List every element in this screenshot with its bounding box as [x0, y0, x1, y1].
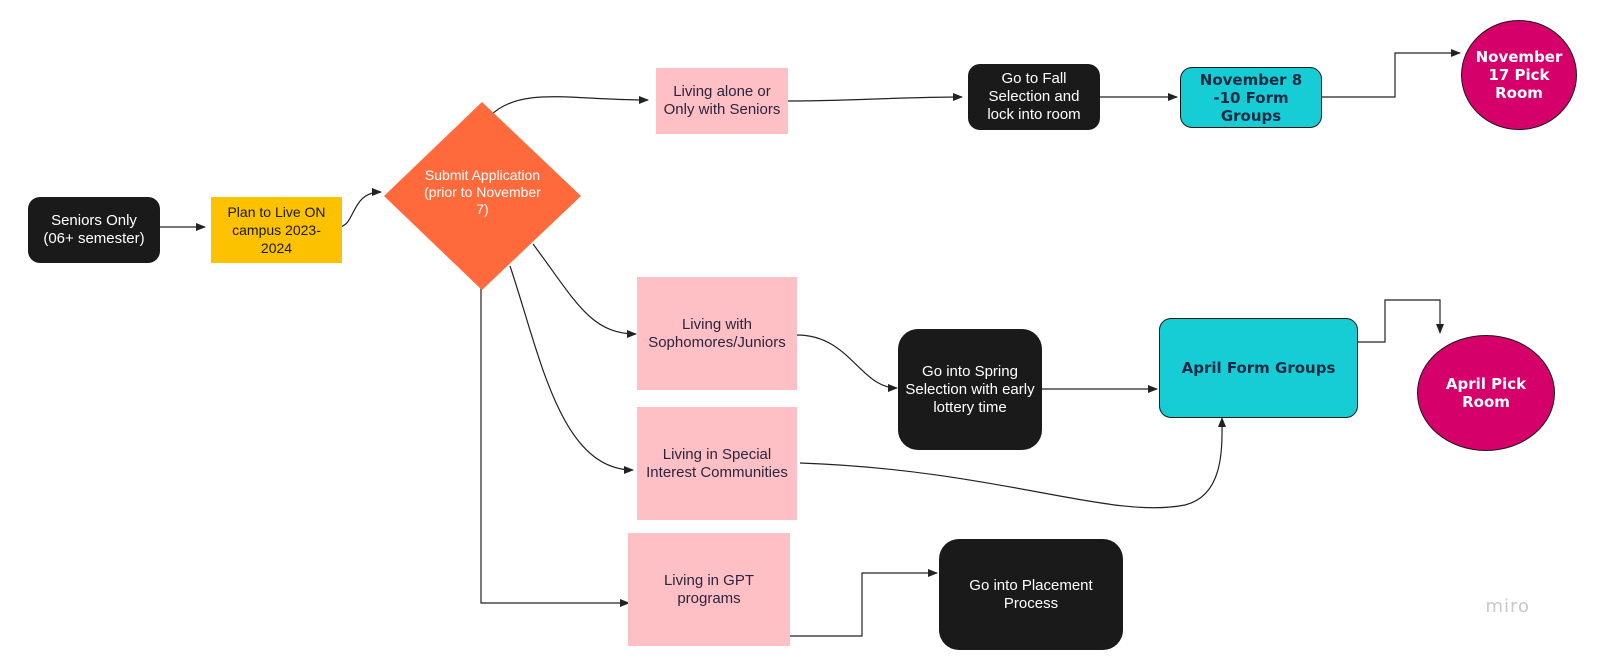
living-gpt-box: Living in GPT programs [628, 533, 790, 646]
living-special-box: Living in Special Interest Communities [637, 407, 797, 520]
living-alone-label: Living alone or Only with Seniors [663, 83, 781, 118]
arrow-special-to-aprilgroups [799, 417, 1227, 509]
fall-selection-box: Go to Fall Selection and lock into room [968, 64, 1100, 130]
living-alone-box: Living alone or Only with Seniors [656, 68, 788, 134]
april-pick-room-circle: April Pick Room [1417, 335, 1555, 451]
submit-application-label: Submit Application (prior to November 7) [424, 166, 541, 217]
november-pick-room-label: November 17 Pick Room [1475, 48, 1563, 102]
plan-to-live-label: Plan to Live ON campus 2023-2024 [227, 204, 326, 256]
november-form-groups-label: November 8 -10 Form Groups [1199, 70, 1303, 125]
arrow-novgroups-to-novpick [1322, 49, 1461, 98]
living-soph-jr-label: Living with Sophomores/Juniors [648, 315, 786, 351]
april-form-groups-label: April Form Groups [1181, 359, 1336, 377]
arrow-aprilgroups-to-aprilpick [1357, 299, 1444, 343]
arrow-submit-to-gpt [480, 287, 630, 607]
november-form-groups-box: November 8 -10 Form Groups [1180, 67, 1322, 128]
living-special-label: Living in Special Interest Communities [646, 445, 788, 481]
placement-process-box: Go into Placement Process [939, 539, 1123, 650]
arrow-submit-to-sophjr [532, 243, 637, 338]
diamond-shape [384, 102, 581, 290]
arrow-submit-to-special [509, 265, 634, 474]
november-pick-room-circle: November 17 Pick Room [1461, 20, 1577, 130]
placement-process-label: Go into Placement Process [969, 576, 1093, 612]
arrow-plan-to-submit [337, 188, 382, 228]
plan-to-live-box: Plan to Live ON campus 2023-2024 [211, 197, 342, 263]
arrow-sophjr-to-spring [796, 334, 898, 392]
seniors-only-box: Seniors Only (06+ semester) [28, 197, 160, 263]
arrow-gpt-to-placement [790, 569, 938, 637]
seniors-only-label: Seniors Only (06+ semester) [43, 212, 145, 247]
living-soph-jr-box: Living with Sophomores/Juniors [637, 277, 797, 390]
arrow-alone-to-fall [787, 93, 963, 102]
spring-selection-label: Go into Spring Selection with early lott… [905, 362, 1035, 416]
fall-selection-label: Go to Fall Selection and lock into room [987, 70, 1081, 123]
arrow-submit-to-alone [489, 95, 649, 117]
living-gpt-label: Living in GPT programs [663, 571, 755, 607]
spring-selection-box: Go into Spring Selection with early lott… [898, 329, 1042, 450]
april-form-groups-box: April Form Groups [1159, 318, 1358, 418]
miro-watermark: miro [1485, 596, 1530, 617]
submit-application-diamond: Submit Application (prior to November 7) [384, 102, 581, 290]
april-pick-room-label: April Pick Room [1445, 375, 1527, 411]
